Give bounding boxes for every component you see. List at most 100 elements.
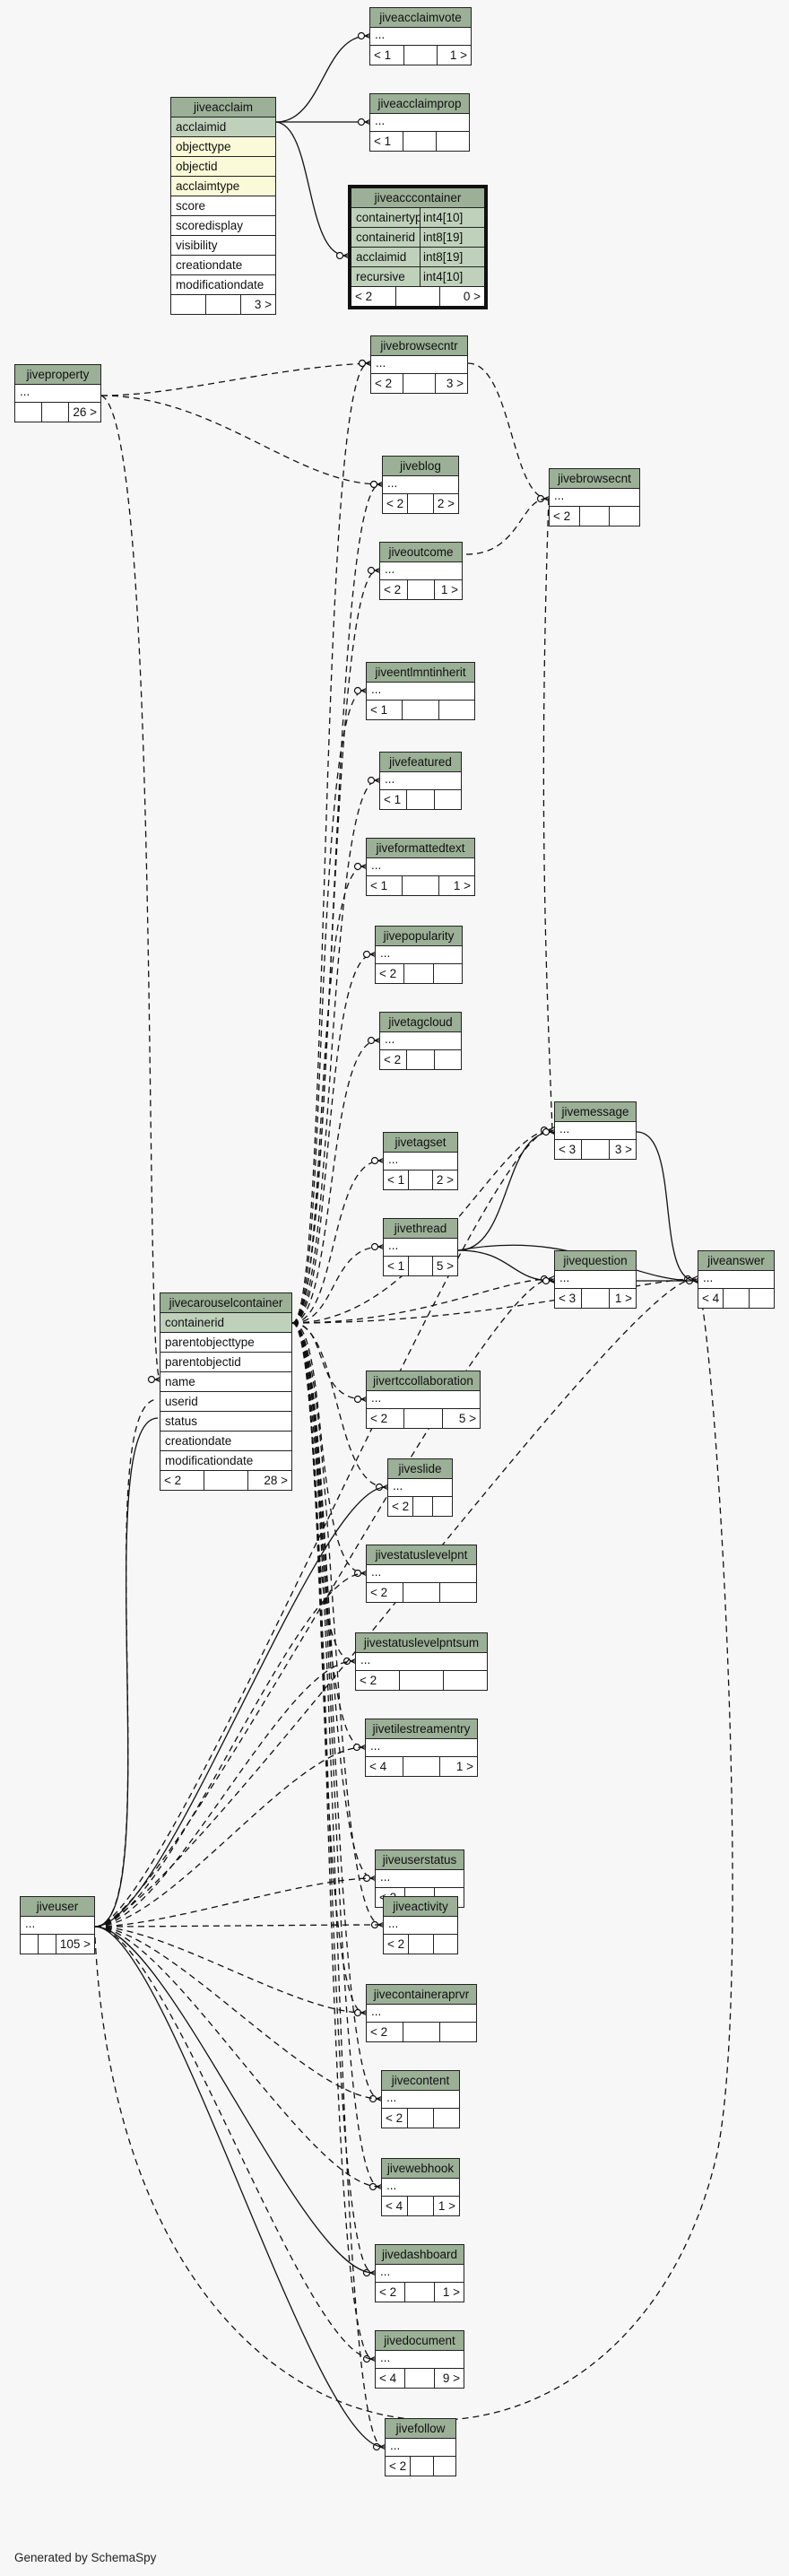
table-jivefollow[interactable]: jivefollow ... < 2 <box>385 2418 456 2476</box>
collapsed-columns: ... <box>367 1391 480 1409</box>
table-jivestatuslevelpntsum[interactable]: jivestatuslevelpntsum ... < 2 <box>355 1632 488 1691</box>
table-title: jiveformattedtext <box>367 839 474 858</box>
table-jiveacccontainer[interactable]: jiveacccontainer containertypeint4[10] c… <box>348 185 488 309</box>
table-title: jivemessage <box>555 1102 636 1122</box>
table-title: jiveblog <box>383 457 458 476</box>
table-jiveuser[interactable]: jiveuser ... 105 > <box>20 1896 95 1954</box>
table-jiveslide[interactable]: jiveslide ... < 2 <box>387 1458 453 1517</box>
collapsed-columns: ... <box>383 476 458 494</box>
column-row: status <box>160 1412 291 1432</box>
edge-user-15 <box>94 1278 551 1928</box>
table-title: jivecontent <box>382 2071 459 2091</box>
table-title: jivedashboard <box>376 2245 464 2265</box>
table-jivefeatured[interactable]: jivefeatured ... < 1 <box>379 752 462 810</box>
table-jivecarouselcontainer[interactable]: jivecarouselcontainer containerid parent… <box>160 1292 292 1491</box>
edge-browsecntr-browsecnt <box>467 362 548 500</box>
table-footer: < 1 <box>380 790 461 809</box>
edge-carousel-4 <box>291 779 378 1324</box>
edge-user-16 <box>94 1278 695 1928</box>
table-jiveactivity[interactable]: jiveactivity ... < 2 <box>383 1896 458 1954</box>
table-title: jivecarouselcontainer <box>160 1293 291 1313</box>
edge-thread-message <box>457 1131 553 1251</box>
table-jivepopularity[interactable]: jivepopularity ... < 2 <box>375 926 463 984</box>
table-jivecontent[interactable]: jivecontent ... < 2 <box>381 2070 460 2128</box>
edge-acclaim-acccontainer <box>275 121 347 257</box>
collapsed-columns: ... <box>384 1239 457 1257</box>
edge-carousel-7 <box>291 1040 378 1324</box>
edge-user-8 <box>94 1926 365 2014</box>
table-jivestatuslevelpnt[interactable]: jivestatuslevelpnt ... < 2 <box>366 1545 477 1603</box>
edge-carousel-11 <box>291 1278 551 1324</box>
table-title: jiveoutcome <box>380 543 462 562</box>
table-footer: 26 > <box>15 403 100 422</box>
collapsed-columns: ... <box>366 1739 477 1757</box>
table-footer: < 2 <box>356 1671 487 1690</box>
column-row: modificationdate <box>171 275 275 295</box>
table-jivecontaineraprvr[interactable]: jivecontaineraprvr ... < 2 <box>366 1984 477 2042</box>
table-footer: < 2 <box>384 1935 457 1954</box>
table-title: jivetilestreamentry <box>366 1719 477 1739</box>
edge-property-carousel <box>100 395 160 1380</box>
table-title: jiveslide <box>388 1459 452 1479</box>
column-row: visibility <box>171 236 275 256</box>
table-title: jiveactivity <box>384 1897 457 1917</box>
table-jiveacclaimprop[interactable]: jiveacclaimprop ... < 1 <box>369 93 470 152</box>
edge-carousel-13 <box>291 1322 365 1400</box>
edge-user-4 <box>94 1660 354 1928</box>
table-jiveanswer[interactable]: jiveanswer ... < 4 <box>698 1250 775 1309</box>
edge-carousel-22 <box>291 1322 380 2188</box>
collapsed-columns: ... <box>386 2439 455 2457</box>
edge-carousel-25 <box>291 1322 384 2448</box>
table-jivebrowsecnt[interactable]: jivebrowsecnt ... < 2 <box>549 468 640 527</box>
column-row: creationdate <box>171 256 275 275</box>
collapsed-columns: ... <box>698 1271 774 1289</box>
table-footer: < 2 <box>388 1497 452 1516</box>
collapsed-columns: ... <box>376 946 462 964</box>
edge-user-13 <box>94 1926 384 2448</box>
collapsed-columns: ... <box>384 1153 457 1171</box>
collapsed-columns: ... <box>15 385 100 403</box>
table-title: jiveuserstatus <box>376 1850 464 1870</box>
table-jivetagcloud[interactable]: jivetagcloud ... < 2 <box>379 1012 462 1070</box>
table-footer: 3 > <box>171 295 275 314</box>
column-row: acclaimid <box>171 117 275 137</box>
edge-carousel-21 <box>291 1322 380 2100</box>
column-row: containertypeint4[10] <box>351 208 484 228</box>
table-title: jivertccollaboration <box>367 1371 480 1391</box>
edge-user-5 <box>94 1746 364 1928</box>
table-title: jivepopularity <box>376 927 462 946</box>
table-title: jiveacclaimprop <box>370 94 469 114</box>
table-title: jiveentlmntinherit <box>367 663 474 683</box>
table-jiveproperty[interactable]: jiveproperty ... 26 > <box>14 364 101 422</box>
table-jiveentlmntinherit[interactable]: jiveentlmntinherit ... < 1 <box>366 662 475 720</box>
collapsed-columns: ... <box>371 356 467 374</box>
edge-user-9 <box>94 1926 380 2100</box>
column-row: userid <box>160 1392 291 1412</box>
table-jiveacclaim[interactable]: jiveacclaim acclaimid objecttype objecti… <box>170 97 276 315</box>
collapsed-columns: ... <box>356 1653 487 1671</box>
table-title: jiveuser <box>21 1897 94 1917</box>
